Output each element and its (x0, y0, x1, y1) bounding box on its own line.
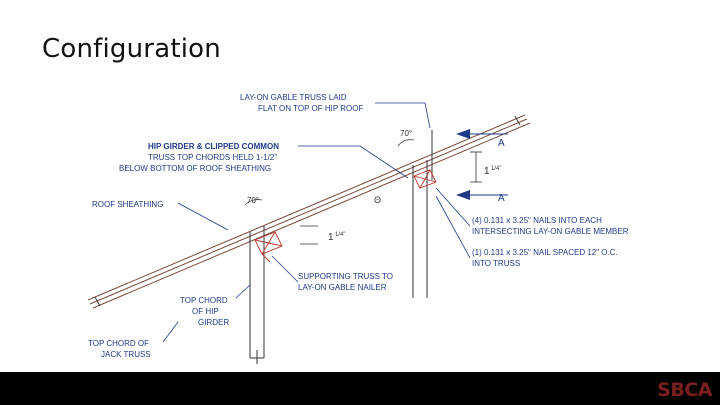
nail-spaced-line1: (1) 0.131 x 3.25" NAIL SPACED 12" O.C. (472, 248, 618, 257)
dim-lower-frac: 1/4" (335, 232, 345, 238)
top-chord-jack-line1: TOP CHORD OF (88, 339, 149, 348)
theta-symbol: Θ (374, 195, 381, 205)
break-marks (94, 115, 521, 307)
section-arrows (456, 129, 508, 200)
section-a-top: A (498, 138, 505, 149)
dim-upper-frac: 1/4" (491, 166, 501, 172)
section-a-bottom: A (498, 193, 505, 204)
top-chord-hip-line2: OF HIP (192, 307, 219, 316)
angle-lower-label: 70° (247, 196, 259, 205)
hip-girder-label-line2: TRUSS TOP CHORDS HELD 1-1/2" (148, 153, 277, 162)
roof-sheathing-label: ROOF SHEATHING (92, 200, 163, 209)
upper-connection (413, 169, 437, 189)
top-chord-hip-line1: TOP CHORD (180, 296, 228, 305)
top-chord-jack-line2: JACK TRUSS (101, 350, 151, 359)
nail-spaced-line2: INTO TRUSS (472, 259, 520, 268)
hip-girder-label-line1: HIP GIRDER & CLIPPED COMMON (148, 142, 279, 151)
slide-footer-bar: SBCA (0, 372, 720, 405)
angle-upper-label: 70° (400, 129, 412, 138)
nails-each-line1: (4) 0.131 x 3.25" NAILS INTO EACH (472, 216, 602, 225)
supporting-line1: SUPPORTING TRUSS TO (298, 272, 393, 281)
dimension-lines (300, 151, 482, 245)
lower-connection (254, 231, 283, 263)
hip-girder-label-line3: BELOW BOTTOM OF ROOF SHEATHING (119, 164, 271, 173)
slide-title: Configuration (42, 34, 221, 64)
top-chord-hip-line3: GIRDER (198, 318, 229, 327)
layon-label-line1: LAY-ON GABLE TRUSS LAID (240, 93, 347, 102)
sbca-logo: SBCA (657, 379, 712, 401)
leader-lines (162, 102, 471, 343)
hip-girder-member (249, 226, 265, 364)
roof-lines (87, 114, 531, 309)
truss-detail-drawing: LAY-ON GABLE TRUSS LAID FLAT ON TOP OF H… (87, 93, 629, 364)
angle-arcs (244, 139, 415, 206)
dim-lower-whole: 1 (328, 232, 334, 243)
nails-each-line2: INTERSECTING LAY-ON GABLE MEMBER (472, 227, 629, 236)
dim-upper-whole: 1 (484, 166, 490, 177)
layon-label-line2: FLAT ON TOP OF HIP ROOF (258, 104, 363, 113)
supporting-line2: LAY-ON GABLE NAILER (298, 283, 387, 292)
upper-member (412, 130, 433, 298)
